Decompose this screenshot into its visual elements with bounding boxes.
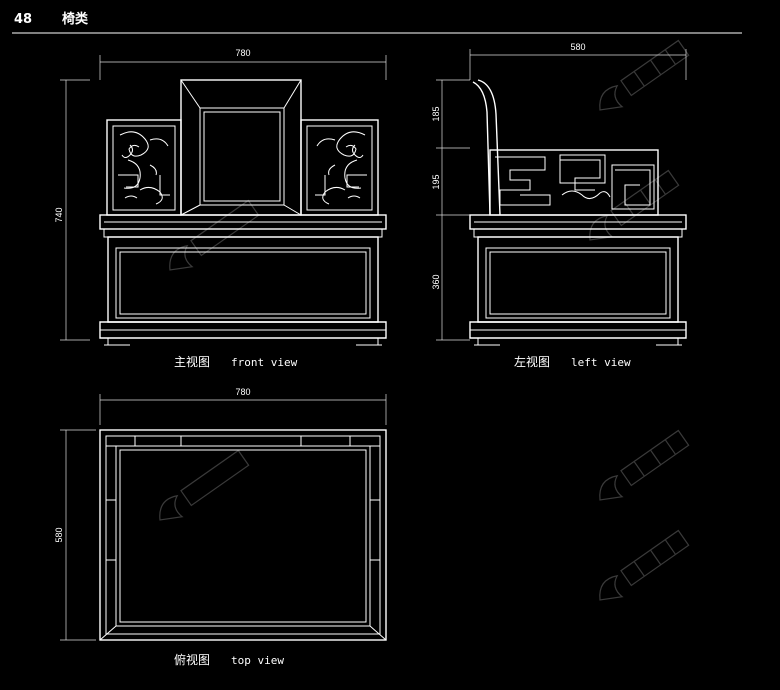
top-width-dimension: 780 — [99, 387, 387, 425]
left-depth-label: 580 — [570, 42, 585, 52]
front-width-dimension: 780 — [99, 48, 387, 80]
left-view-caption-en: left view — [571, 356, 631, 369]
front-view-caption-en: front view — [231, 356, 298, 369]
front-view: 780 740 — [54, 48, 387, 369]
left-depth-dimension: 580 — [469, 42, 687, 80]
left-height-dimensions: 185 195 360 — [431, 79, 470, 341]
left-dim-bottom: 360 — [431, 274, 441, 289]
front-height-label: 740 — [54, 207, 64, 222]
top-view-caption-cn: 俯视图 — [174, 652, 210, 667]
front-height-dimension: 740 — [54, 79, 90, 341]
top-depth-dimension: 580 — [54, 429, 96, 641]
left-view: 580 185 195 360 左视图 — [431, 42, 687, 369]
watermark-marks — [159, 39, 690, 601]
left-dim-mid: 195 — [431, 174, 441, 189]
top-width-label: 780 — [235, 387, 250, 397]
page-title: 椅类 — [62, 11, 89, 27]
front-width-label: 780 — [235, 48, 250, 58]
top-view-caption-en: top view — [231, 654, 284, 667]
top-view: 780 580 俯视图 top view — [54, 387, 387, 667]
top-depth-label: 580 — [54, 527, 64, 542]
left-dim-top: 185 — [431, 106, 441, 121]
page-number: 48 — [14, 12, 32, 27]
front-view-caption-cn: 主视图 — [174, 354, 210, 369]
left-view-caption-cn: 左视图 — [514, 354, 550, 369]
